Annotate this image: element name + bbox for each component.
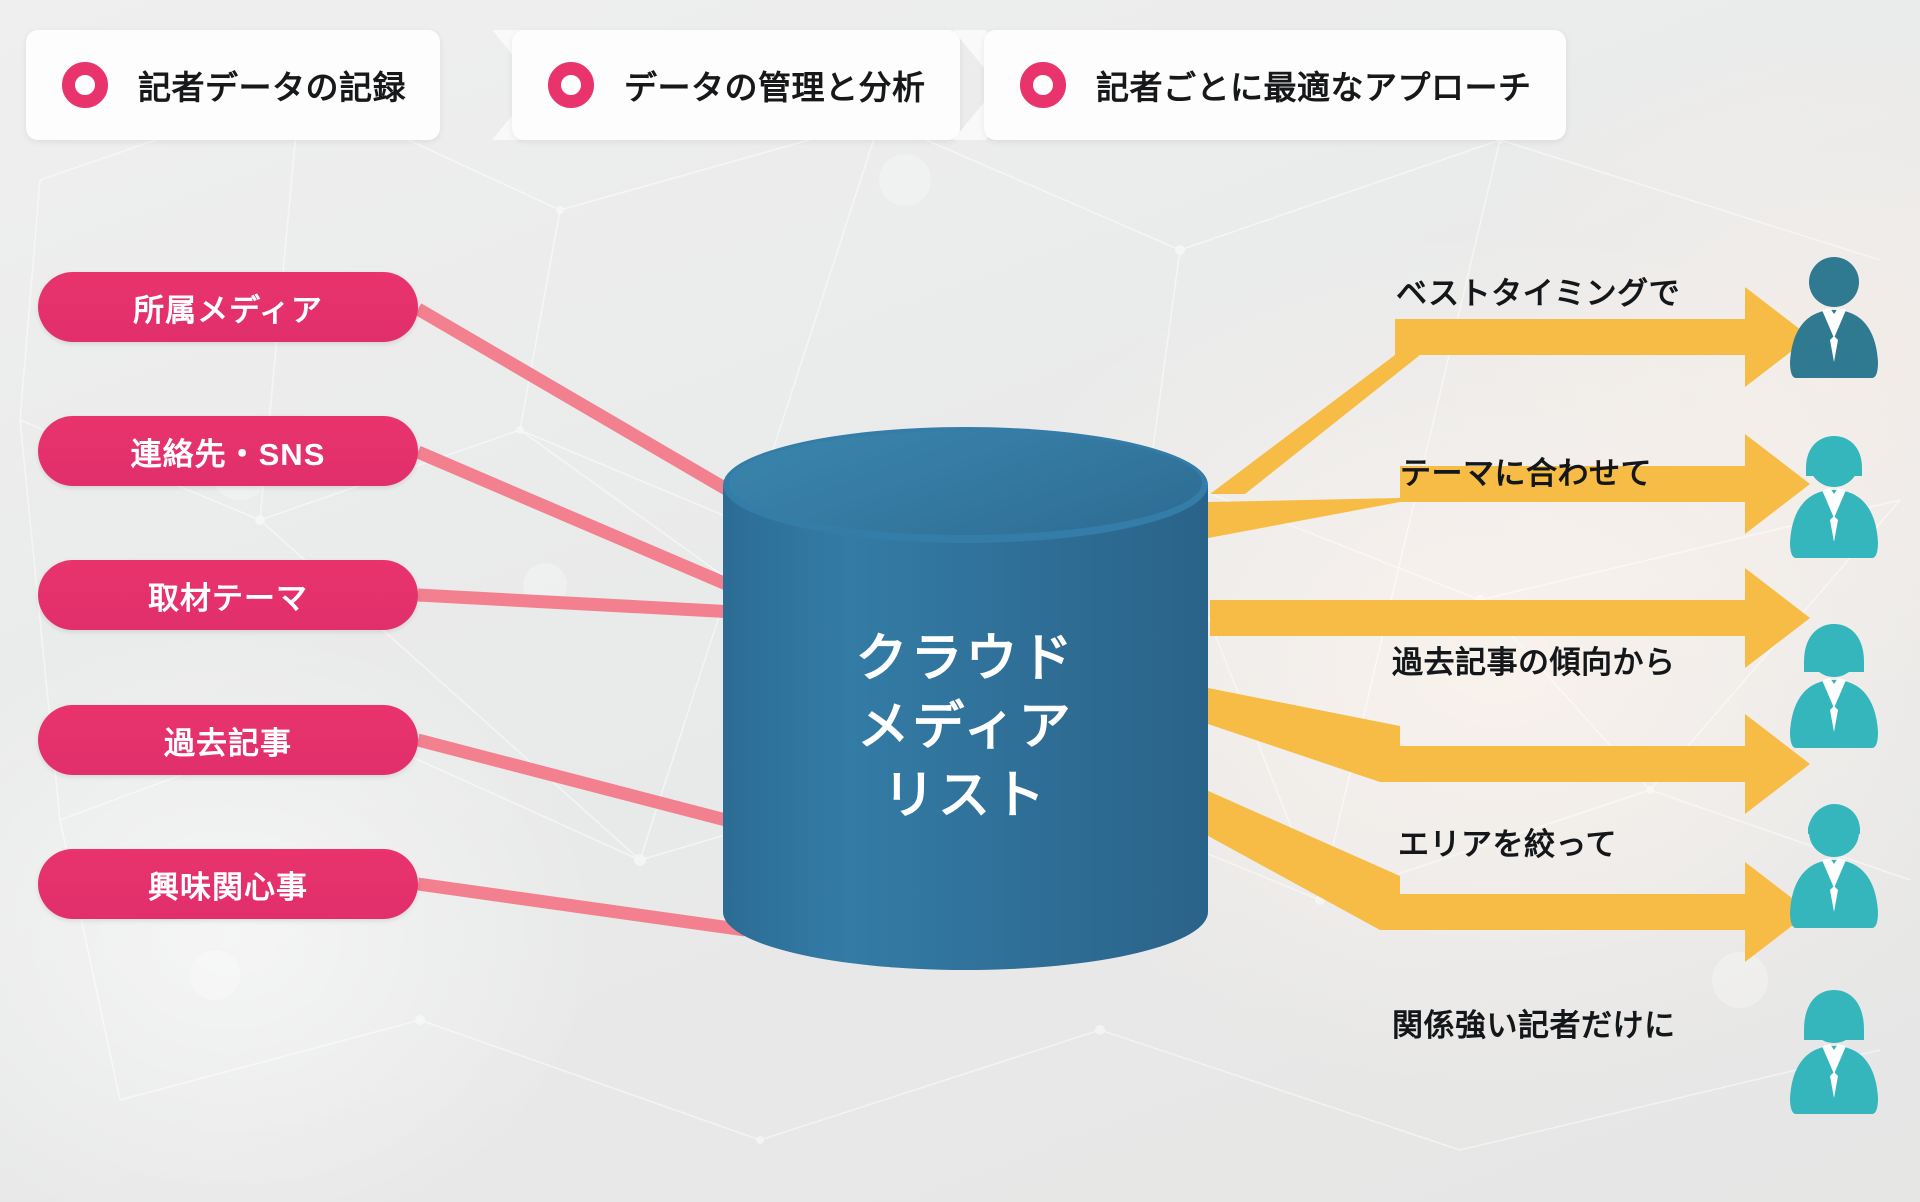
arrow-5: [1190, 790, 1810, 962]
circle-ring-icon: [548, 62, 594, 108]
input-pill-label: 所属メディア: [133, 292, 323, 328]
cylinder-top-ellipse: [723, 427, 1208, 543]
step-label-1: 記者データの記録: [138, 69, 406, 106]
process-steps: 記者データの記録 データの管理と分析 記者ごとに最適なアプローチ: [0, 0, 1920, 160]
output-label-3: エリアを絞って: [1398, 827, 1617, 862]
input-pill-label: 過去記事: [164, 725, 292, 761]
arrow-3: [1210, 568, 1810, 668]
output-label-0: ベストタイミングで: [1396, 276, 1681, 311]
connector-line-4: [416, 733, 747, 832]
input-pill-2[interactable]: 取材テーマ: [38, 560, 418, 630]
output-label-2: 過去記事の傾向から: [1392, 645, 1676, 680]
input-pill-label: 興味関心事: [148, 869, 308, 905]
input-pill-label: 取材テーマ: [148, 580, 308, 616]
input-pill-1[interactable]: 連絡先・SNS: [38, 416, 418, 486]
person-icon: [1790, 804, 1878, 928]
connector-line-1: [414, 303, 749, 506]
cylinder-body: [723, 485, 1208, 970]
arrow-4: [1208, 688, 1810, 814]
step-banner-2[interactable]: データの管理と分析: [512, 30, 960, 140]
person-icon: [1790, 257, 1878, 378]
connector-line-2: [415, 446, 748, 598]
step-label-2: データの管理と分析: [624, 69, 926, 106]
arrow-2: [1208, 434, 1810, 538]
circle-ring-icon: [1020, 62, 1066, 108]
input-pill-label: 連絡先・SNS: [130, 436, 326, 472]
person-icon: [1790, 624, 1878, 748]
connector-line-3: [417, 588, 736, 619]
input-pill-0[interactable]: 所属メディア: [38, 272, 418, 342]
step-banner-1[interactable]: 記者データの記録: [26, 30, 440, 140]
output-arrows: [1190, 287, 1810, 962]
arrow-1: [1210, 287, 1810, 494]
input-pill-3[interactable]: 過去記事: [38, 705, 418, 775]
step-label-3: 記者ごとに最適なアプローチ: [1096, 69, 1532, 106]
output-label-1: テーマに合わせて: [1400, 456, 1652, 491]
person-icon: [1790, 436, 1878, 558]
connector-line-5: [417, 877, 746, 937]
input-pill-4[interactable]: 興味関心事: [38, 849, 418, 919]
person-icon: [1790, 990, 1878, 1114]
step-banner-3[interactable]: 記者ごとに最適なアプローチ: [984, 30, 1566, 140]
output-label-4: 関係強い記者だけに: [1392, 1008, 1676, 1043]
cloud-media-list-cylinder: クラウド メディア リスト: [723, 427, 1208, 970]
circle-ring-icon: [62, 62, 108, 108]
